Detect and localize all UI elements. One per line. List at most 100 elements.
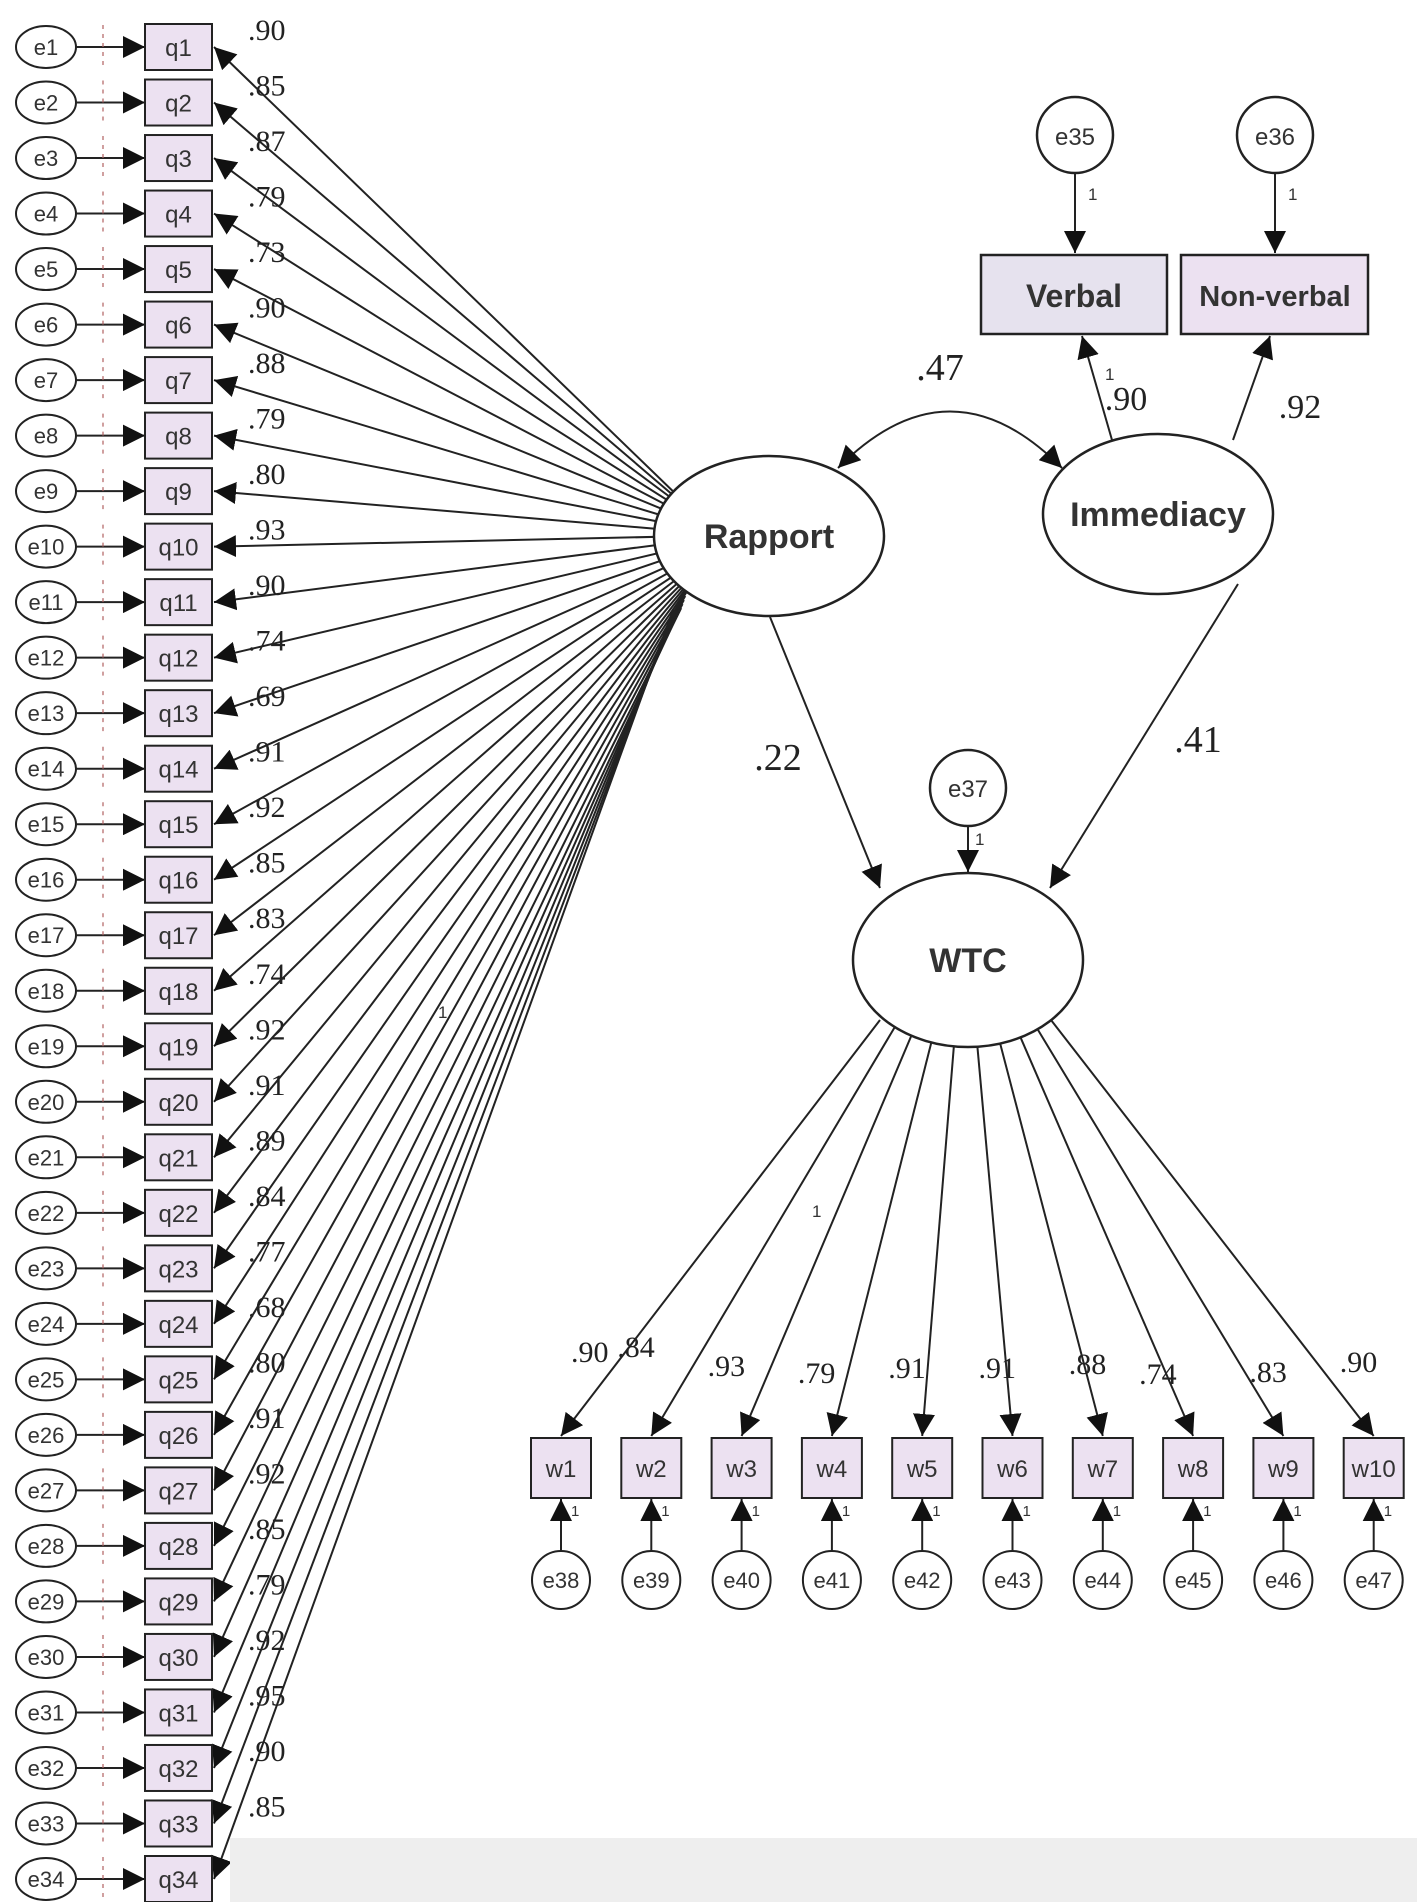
- error-label: e21: [28, 1145, 65, 1170]
- error-node-q: e1: [15, 25, 77, 69]
- observed-label: q11: [159, 590, 197, 617]
- fixed-one-w: 1: [1293, 1503, 1301, 1520]
- loading-arrow-q: [211, 609, 677, 1769]
- error-label: e4: [34, 202, 58, 227]
- observed-box: [144, 78, 213, 127]
- loading-arrow-w: [560, 1019, 881, 1437]
- loading-label-q: .90: [248, 1735, 286, 1768]
- loading-arrow-w: [1050, 1019, 1375, 1437]
- observed-box: [144, 1743, 213, 1792]
- observed-q: q6: [144, 300, 213, 349]
- observed-q: q21: [144, 1133, 213, 1182]
- error-circle: [1253, 1550, 1314, 1610]
- observed-q: q12: [144, 633, 213, 682]
- loading-arrow-q: [213, 482, 693, 533]
- loading-arrow-q: [213, 539, 696, 611]
- observed-q: q22: [144, 1188, 213, 1237]
- error-circle: [982, 1550, 1043, 1610]
- path-lines: [76, 36, 1385, 1890]
- error-label: e26: [28, 1423, 65, 1448]
- loading-label-q: .79: [248, 1568, 286, 1601]
- error-ellipse: [15, 1079, 77, 1124]
- covariance-arrow: [837, 410, 1063, 469]
- error-node-q: e9: [15, 469, 77, 514]
- loading-label-q: .79: [248, 403, 286, 436]
- observed-label: w8: [1177, 1456, 1209, 1483]
- observed-label: q26: [158, 1423, 198, 1450]
- observed-w: w8: [1162, 1437, 1225, 1499]
- error-node-q: e19: [15, 1024, 77, 1069]
- loading-arrow-q: [213, 322, 690, 521]
- error-node-w: e43: [982, 1550, 1043, 1610]
- observed-w: w10: [1342, 1437, 1405, 1499]
- observed-box: [144, 1244, 213, 1293]
- loading-label-q: .85: [248, 1513, 286, 1546]
- error-label: e47: [1355, 1568, 1392, 1593]
- loading-label-q: .83: [248, 902, 286, 935]
- loading-arrow-w: [740, 1019, 919, 1437]
- observed-q: q26: [144, 1410, 213, 1459]
- indicator-nonverbal: Non-verbal: [1179, 253, 1370, 336]
- observed-box: [144, 411, 213, 460]
- observed-q: q1: [144, 23, 213, 71]
- observed-label: q12: [158, 646, 198, 673]
- observed-box: [144, 1077, 213, 1126]
- error-circle: [928, 748, 1008, 828]
- error-circle: [892, 1550, 953, 1610]
- error-ellipse: [15, 1634, 77, 1679]
- loading-label-q: .92: [248, 791, 286, 824]
- error-ellipse: [15, 524, 77, 569]
- observed-box: [144, 245, 213, 294]
- error-node-w: e40: [711, 1550, 772, 1610]
- observed-q: q19: [144, 1022, 213, 1071]
- error-ellipse: [15, 1024, 77, 1069]
- observed-label: q14: [158, 757, 198, 784]
- observed-box: [144, 1410, 213, 1459]
- error-label: e45: [1175, 1568, 1212, 1593]
- error-node-q: e23: [15, 1246, 77, 1291]
- observed-q: q7: [144, 356, 213, 405]
- error-node-q: e13: [15, 691, 77, 736]
- loading-arrow-q: [213, 543, 698, 664]
- error-node-q: e24: [15, 1301, 77, 1346]
- loading-label-q: .74: [248, 625, 286, 658]
- error-circle: [1343, 1550, 1404, 1610]
- error-label: e40: [723, 1568, 760, 1593]
- error-node-q: e12: [15, 635, 77, 680]
- observed-label: q13: [158, 701, 198, 728]
- observed-w: w2: [620, 1437, 683, 1499]
- observed-box: [710, 1437, 773, 1499]
- loading-label-q: .89: [248, 1124, 286, 1157]
- observed-box: [144, 800, 213, 849]
- observed-w: w1: [530, 1437, 592, 1499]
- loading-arrow-w: [650, 1019, 900, 1437]
- error-node-q: e25: [15, 1357, 77, 1402]
- observed-q: q11: [144, 578, 213, 627]
- error-label: e46: [1265, 1568, 1302, 1593]
- loading-label-q: .90: [248, 14, 286, 47]
- loading-arrow-q: [213, 157, 686, 509]
- error-ellipse: [15, 191, 77, 236]
- loading-arrow-q: [213, 547, 699, 717]
- loading-label-q: .95: [248, 1679, 286, 1712]
- observed-label: w5: [906, 1456, 938, 1483]
- error-ellipse: [15, 857, 77, 902]
- path-arrow-immediacy-wtc: [1049, 583, 1239, 889]
- error-ellipse: [15, 302, 77, 347]
- observed-q: q34: [144, 1855, 213, 1902]
- error-ellipse: [15, 1801, 77, 1846]
- observed-q: q27: [144, 1466, 213, 1515]
- fixed-one-w: 1: [1203, 1503, 1211, 1520]
- observed-box: [144, 911, 213, 960]
- loading-label-w: .90: [1340, 1346, 1378, 1379]
- observed-q: q32: [144, 1743, 213, 1792]
- error-label: e29: [28, 1589, 65, 1614]
- loading-arrow-q: [213, 101, 685, 505]
- error-node-w: e47: [1343, 1550, 1404, 1610]
- loading-arrow-q: [213, 375, 691, 525]
- observed-q: q9: [144, 467, 213, 516]
- latent-immediacy: Immediacy: [1041, 432, 1275, 596]
- loading-arrow-q: [213, 603, 684, 1491]
- error-node-q: e18: [15, 968, 77, 1013]
- observed-label: w9: [1267, 1456, 1299, 1483]
